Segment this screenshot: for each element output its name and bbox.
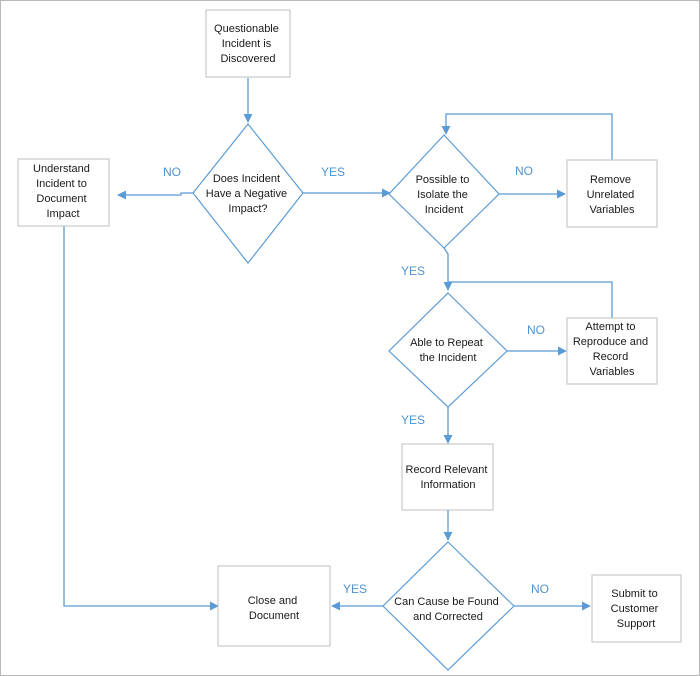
node-close [217,565,331,647]
close-text: Close and Document [248,595,301,622]
node-negative-impact [192,123,304,264]
isolate-yes-label: YES [401,264,425,278]
edge-remove-loop [441,113,613,160]
repeat-no-label: NO [527,323,545,337]
branch-labels: NO YES NO YES NO YES YES NO [163,164,549,596]
node-texts: Questionable Incident is Discovered Does… [33,23,662,630]
repeat-yes-label: YES [401,413,425,427]
connectors [63,78,613,611]
node-repeat [388,292,508,408]
isolate-text: Possible to Isolate the Incident [416,174,473,216]
cause-text: Can Cause be Found and Corrected [394,596,502,623]
record-text: Record Relevant Information [406,464,491,491]
submit-text: Submit to Customer Support [611,588,662,630]
isolate-no-label: NO [515,164,533,178]
edge-understand-to-close [63,226,219,611]
node-isolate [388,134,500,249]
node-remove [566,159,658,228]
node-record [401,443,494,511]
negative-impact-text: Does Incident Have a Negative Impact? [206,173,290,215]
edge-attempt-loop [448,281,613,318]
node-start [205,9,291,78]
impact-no-label: NO [163,165,181,179]
repeat-text: Able to Repeat the Incident [410,337,486,364]
edge-isolate-yes [443,247,453,291]
node-understand [17,158,110,227]
node-attempt [566,317,658,385]
node-submit [591,574,682,643]
attempt-text: Attempt to Reproduce and Record Variable… [573,321,651,378]
node-cause [382,541,515,671]
understand-text: Understand Incident to Document Impact [33,163,93,220]
remove-text: Remove Unrelated Variables [587,174,638,216]
edge-impact-no [117,190,193,200]
cause-no-label: NO [531,582,549,596]
cause-yes-label: YES [343,582,367,596]
start-text: Questionable Incident is Discovered [214,23,282,65]
impact-yes-label: YES [321,165,345,179]
shapes [17,9,682,671]
